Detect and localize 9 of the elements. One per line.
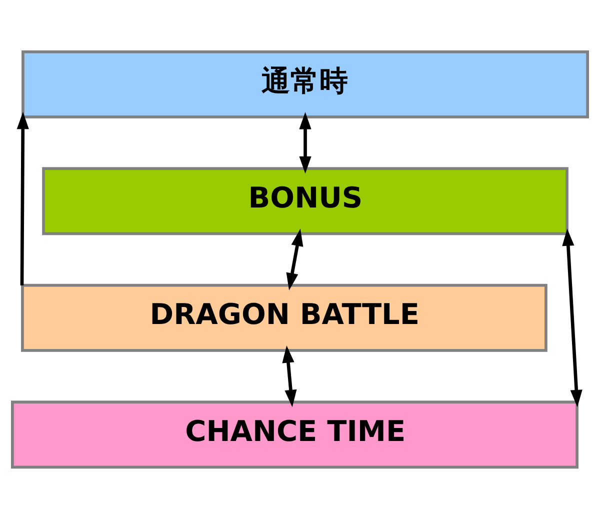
node-box: CHANCE TIME	[10, 400, 578, 469]
node-box: BONUS	[42, 167, 568, 236]
arrow	[299, 112, 312, 174]
node-box: 通常時	[22, 50, 590, 118]
arrow	[562, 228, 582, 408]
arrow	[286, 228, 304, 290]
arrow	[282, 345, 297, 408]
node-box: DRAGON BATTLE	[21, 284, 548, 352]
arrow	[16, 112, 29, 286]
